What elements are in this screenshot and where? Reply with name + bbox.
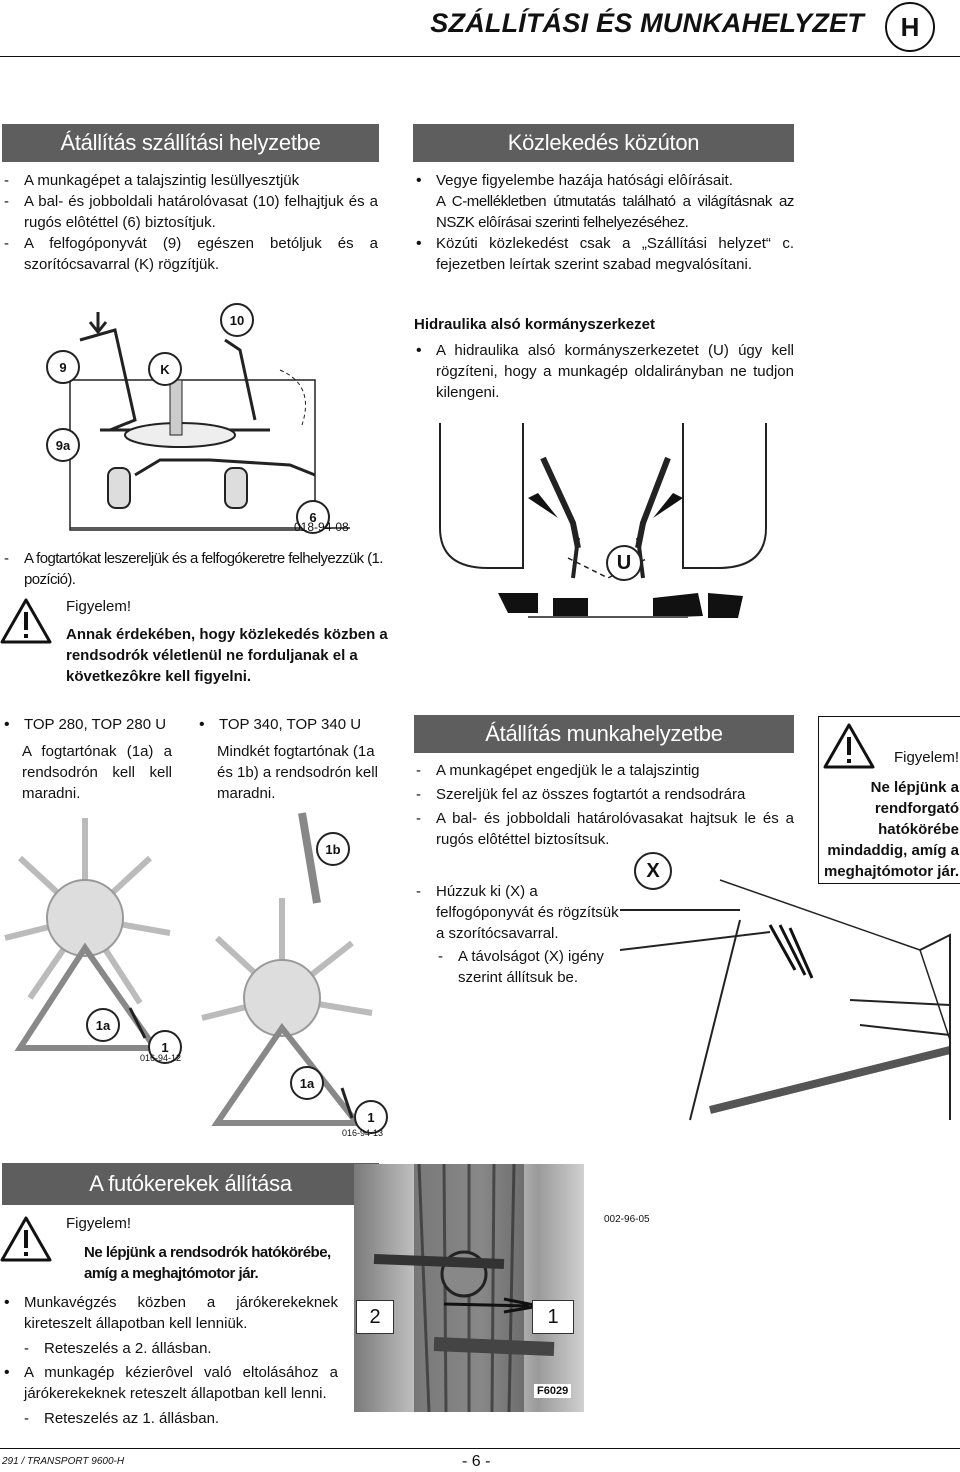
road-rules: Vegye figyelembe hazája hatósági elôírás…	[414, 170, 794, 275]
work-heading: Átállítás munkahelyzetbe	[414, 715, 794, 753]
wheel-lock-photo: 2 1 F6029	[354, 1164, 584, 1412]
warning-title: Figyelem!	[66, 598, 132, 615]
photo-label-1: 1	[532, 1300, 574, 1334]
figure-label: 10	[220, 303, 254, 337]
header-rule	[0, 56, 960, 57]
transport-after-steps: A fogtartókat leszereljük és a felfogóke…	[2, 548, 392, 590]
wheels-warning-text: Ne lépjünk a rendsodrók hatókörébe, amíg…	[84, 1244, 331, 1282]
figure-label: 6	[296, 500, 330, 534]
figure-code: 016-94-13	[342, 1128, 384, 1138]
work-steps-cont: Húzzuk ki (X) a felfogóponyvát és rögzít…	[414, 881, 620, 944]
top280-block: TOP 280, TOP 280 U	[2, 714, 182, 735]
list-item: A felfogóponyvát (9) egészen betóljuk és…	[2, 233, 378, 275]
warning-text: Annak érdekében, hogy közlekedés közben …	[66, 626, 388, 685]
figure-code: 018-94-08	[294, 520, 349, 534]
list-item: A munkagépet a talajszintig lesüllyesztj…	[2, 170, 378, 191]
figure-label: 1	[354, 1100, 388, 1134]
figure-code: 002-96-05	[604, 1214, 650, 1225]
list-item: A bal- és jobboldali határolóvasat (10) …	[2, 191, 378, 233]
hydraulic-heading: Hidraulika alsó kormányszerkezet	[414, 316, 655, 333]
side-warning-text: Ne lépjünk a rendforgató hatókörébe mind…	[823, 779, 959, 880]
list-item: Vegye figyelembe hazája hatósági elôírás…	[414, 170, 794, 191]
transport-heading: Átállítás szállítási helyzetbe	[2, 124, 379, 162]
list-item: Reteszelés az 1. állásban.	[22, 1408, 322, 1429]
photo-code: F6029	[534, 1384, 572, 1398]
list-item: Szereljük fel az összes fogtartót a rend…	[414, 784, 794, 805]
wheels-warning-title: Figyelem!	[66, 1215, 132, 1232]
list-item: A C-mellékletben útmutatás található a v…	[436, 193, 794, 231]
hydraulic-rules: A hidraulika alsó kormányszerkezetet (U)…	[414, 340, 794, 403]
top340-block: TOP 340, TOP 340 U	[197, 714, 397, 735]
list-item: A bal- és jobboldali határolóvasakat haj…	[414, 808, 794, 850]
figure-label: 9	[46, 350, 80, 384]
list-item: A távolságot (X) igény szerint állítsuk …	[436, 946, 626, 988]
figure-label: K	[148, 352, 182, 386]
figure-label: 1	[148, 1030, 182, 1064]
warning-icon	[0, 1216, 52, 1262]
warning-icon	[0, 598, 52, 644]
wheels-sub-2: Reteszelés az 1. állásban.	[22, 1408, 322, 1429]
side-warning-box: Figyelem! Ne lépjünk a rendforgató hatók…	[818, 716, 960, 884]
top280-title: TOP 280, TOP 280 U	[2, 714, 182, 735]
list-item: Húzzuk ki (X) a felfogóponyvát és rögzít…	[414, 881, 620, 944]
work-position-figure	[620, 879, 951, 1121]
section-letter-badge: H	[885, 2, 935, 52]
figure-label-x: X	[634, 852, 672, 890]
figure-label: 1a	[86, 1008, 120, 1042]
figure-label: 9a	[46, 428, 80, 462]
warning-icon	[823, 723, 875, 769]
list-item: Reteszelés a 2. állásban.	[22, 1338, 322, 1359]
wheels-rules-1: Munkavégzés közben a járókerekeknek kire…	[2, 1292, 338, 1334]
photo-label-2: 2	[356, 1300, 394, 1334]
top280-text: A fogtartónak (1a) a rendsodrón kell kel…	[22, 743, 172, 802]
list-item: Munkavégzés közben a járókerekeknek kire…	[2, 1292, 338, 1334]
wheels-heading: A futókerekek állítása	[2, 1163, 379, 1205]
page-number: - 6 -	[462, 1453, 491, 1470]
top280-figure	[4, 818, 171, 1051]
list-item: A munkagépet engedjük le a talajszintig	[414, 760, 794, 781]
list-item: A fogtartókat leszereljük és a felfogóke…	[2, 548, 392, 590]
wheels-sub-1: Reteszelés a 2. állásban.	[22, 1338, 322, 1359]
list-item: A munkagép kézierôvel való eltolásához a…	[2, 1362, 338, 1404]
list-item: Közúti közlekedést csak a „Szállítási he…	[414, 233, 794, 275]
wheels-rules-2: A munkagép kézierôvel való eltolásához a…	[2, 1362, 338, 1404]
footer-doc-code: 291 / TRANSPORT 9600-H	[2, 1456, 125, 1467]
figure-label: 1a	[290, 1066, 324, 1100]
work-sub-steps: A távolságot (X) igény szerint állítsuk …	[436, 946, 626, 988]
hydraulic-figure	[439, 423, 767, 618]
figure-label: 1b	[316, 832, 350, 866]
work-steps: A munkagépet engedjük le a talajszintig …	[414, 760, 794, 850]
figure-code: 016-94-12	[140, 1053, 182, 1063]
top340-title: TOP 340, TOP 340 U	[197, 714, 397, 735]
footer-rule	[0, 1448, 960, 1449]
transport-position-figure	[69, 312, 350, 531]
list-item: A hidraulika alsó kormányszerkezetet (U)…	[414, 340, 794, 403]
top340-text: Mindkét fogtartónak (1a és 1b) a rendsod…	[217, 743, 378, 802]
side-warning-title: Figyelem!	[893, 749, 959, 766]
transport-steps: A munkagépet a talajszintig lesüllyesztj…	[2, 170, 378, 275]
figure-label-u: U	[606, 545, 642, 581]
road-heading: Közlekedés közúton	[413, 124, 794, 162]
page-title: SZÁLLÍTÁSI ÉS MUNKAHELYZET	[430, 8, 864, 38]
